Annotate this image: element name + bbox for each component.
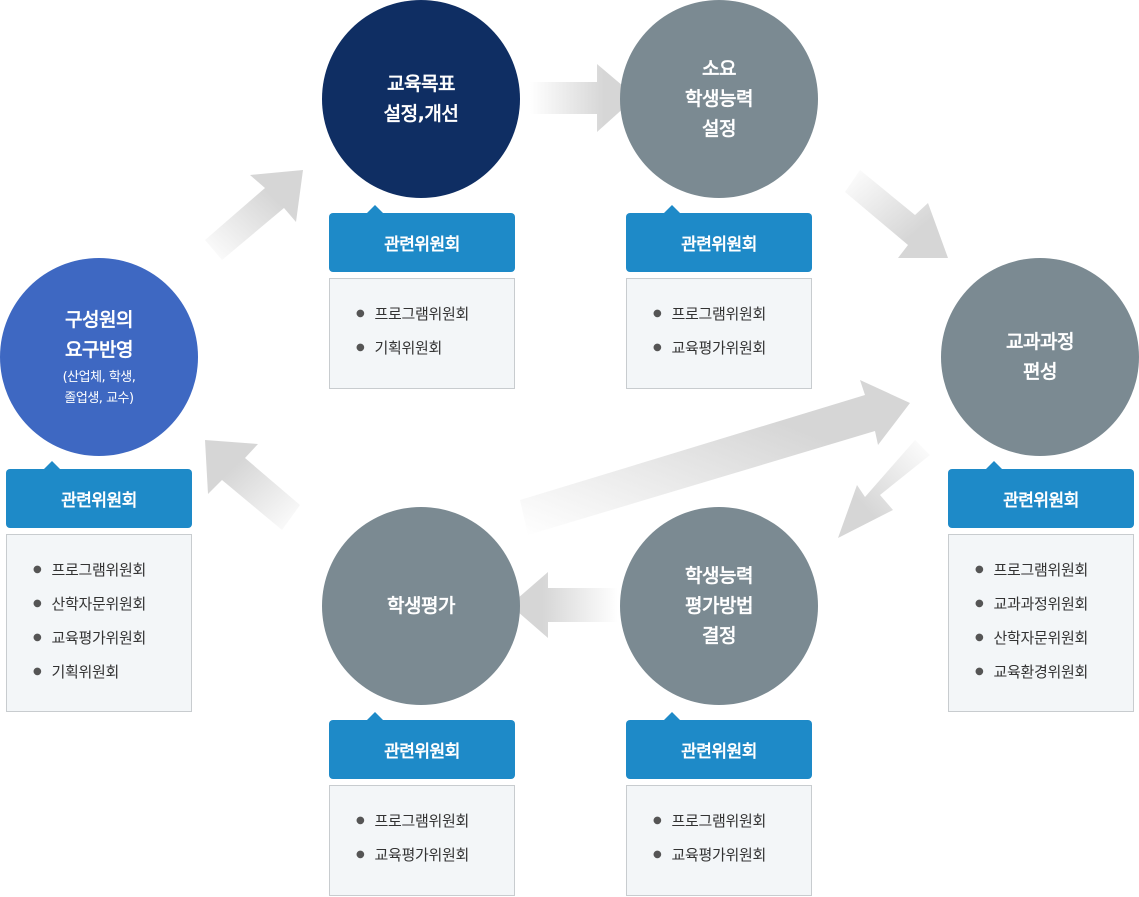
committee-item: ●교육평가위원회 [653,331,811,365]
step-subtitle: (산업체, 학생, 졸업생, 교수) [62,370,136,406]
bullet-icon: ● [975,666,984,677]
step-title: 교육목표 설정,개선 [383,73,459,125]
bullet-icon: ● [33,666,42,677]
committee-item: ●기획위원회 [33,655,191,689]
step-student-eval: 학생평가 [322,507,520,705]
committee-header: 관련위원회 [626,712,812,779]
arrow-assessment-to-eval [510,572,618,638]
committee-box-required-competency: 관련위원회 ●프로그램위원회 ●교육평가위원회 [626,205,812,389]
committee-item: ●프로그램위원회 [356,297,514,331]
step-title: 교과과정 편성 [1006,331,1074,383]
step-required-competency: 소요 학생능력 설정 [620,0,818,198]
committee-box-curriculum: 관련위원회 ●프로그램위원회 ●교과과정위원회 ●산학자문위원회 ●교육환경위원… [948,461,1134,712]
bullet-icon: ● [653,342,662,353]
committee-box-assessment-method: 관련위원회 ●프로그램위원회 ●교육평가위원회 [626,712,812,896]
arrow-needs-to-goals [205,170,303,260]
committee-item: ●산학자문위원회 [975,621,1133,655]
committee-list: ●프로그램위원회 ●기획위원회 [329,278,515,389]
committee-header: 관련위원회 [329,205,515,272]
committee-list: ●프로그램위원회 ●교육평가위원회 [626,785,812,896]
step-edu-goals: 교육목표 설정,개선 [322,0,520,198]
step-title: 구성원의 요구반영 [65,309,133,361]
bullet-icon: ● [356,849,365,860]
committee-item: ●교육환경위원회 [975,655,1133,689]
step-title: 학생능력 평가방법 결정 [685,565,753,647]
bullet-icon: ● [653,815,662,826]
committee-list: ●프로그램위원회 ●교육평가위원회 [329,785,515,896]
arrow-eval-to-curriculum [520,380,910,535]
committee-item: ●프로그램위원회 [975,553,1133,587]
step-member-needs: 구성원의 요구반영 (산업체, 학생, 졸업생, 교수) [0,258,198,456]
committee-header: 관련위원회 [948,461,1134,528]
arrow-eval-to-needs [205,440,300,530]
arrow-curriculum-to-assessment [838,440,930,538]
bullet-icon: ● [653,308,662,319]
bullet-icon: ● [975,598,984,609]
bullet-icon: ● [356,342,365,353]
step-assessment-method: 학생능력 평가방법 결정 [620,507,818,705]
committee-header: 관련위원회 [329,712,515,779]
bullet-icon: ● [653,849,662,860]
step-curriculum: 교과과정 편성 [941,258,1139,456]
bullet-icon: ● [356,308,365,319]
step-title: 소요 학생능력 설정 [685,58,753,140]
committee-item: ●산학자문위원회 [33,587,191,621]
committee-item: ●교육평가위원회 [653,838,811,872]
committee-box-edu-goals: 관련위원회 ●프로그램위원회 ●기획위원회 [329,205,515,389]
bullet-icon: ● [975,564,984,575]
committee-item: ●프로그램위원회 [33,553,191,587]
committee-item: ●기획위원회 [356,331,514,365]
committee-header: 관련위원회 [626,205,812,272]
committee-box-member-needs: 관련위원회 ●프로그램위원회 ●산학자문위원회 ●교육평가위원회 ●기획위원회 [6,461,192,712]
bullet-icon: ● [975,632,984,643]
bullet-icon: ● [33,598,42,609]
bullet-icon: ● [33,632,42,643]
committee-item: ●교과과정위원회 [975,587,1133,621]
committee-item: ●교육평가위원회 [33,621,191,655]
committee-item: ●교육평가위원회 [356,838,514,872]
step-title: 학생평가 [387,595,455,617]
committee-item: ●프로그램위원회 [653,297,811,331]
arrow-goals-to-competency [530,64,636,132]
committee-item: ●프로그램위원회 [356,804,514,838]
bullet-icon: ● [356,815,365,826]
committee-header: 관련위원회 [6,461,192,528]
committee-list: ●프로그램위원회 ●산학자문위원회 ●교육평가위원회 ●기획위원회 [6,534,192,712]
committee-item: ●프로그램위원회 [653,804,811,838]
committee-box-student-eval: 관련위원회 ●프로그램위원회 ●교육평가위원회 [329,712,515,896]
committee-list: ●프로그램위원회 ●교과과정위원회 ●산학자문위원회 ●교육환경위원회 [948,534,1134,712]
committee-list: ●프로그램위원회 ●교육평가위원회 [626,278,812,389]
bullet-icon: ● [33,564,42,575]
arrow-competency-to-curriculum [845,170,948,258]
